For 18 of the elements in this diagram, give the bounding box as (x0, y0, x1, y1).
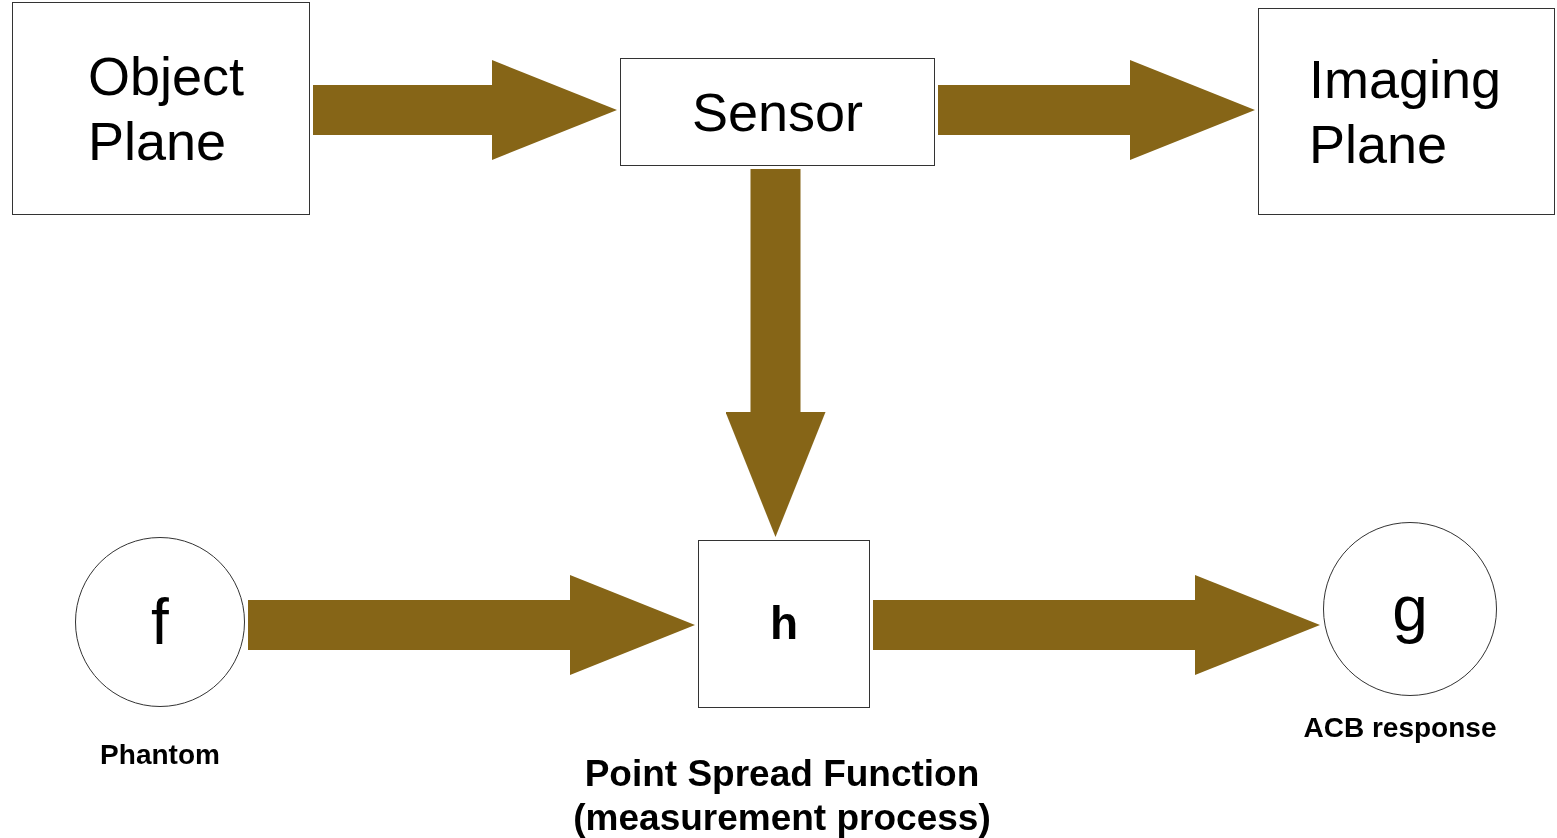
node-caption: Phantom (99, 738, 221, 772)
block-arrow (313, 60, 617, 160)
block-arrow (938, 60, 1255, 160)
process-box (12, 2, 310, 215)
node-caption: ACB response (1302, 711, 1498, 745)
node-label: Sensor (691, 80, 864, 144)
node-label: g (1392, 571, 1428, 647)
node-label: f (151, 584, 169, 660)
node-label: Object Plane (88, 44, 246, 173)
node-caption: Point Spread Function (measurement process) (572, 752, 992, 838)
block-arrow (248, 575, 695, 675)
process-box (698, 540, 870, 708)
block-arrow (873, 575, 1320, 675)
node-label: h (769, 596, 799, 652)
node-label: Imaging Plane (1309, 47, 1503, 176)
block-arrow (725, 169, 826, 537)
process-box (1258, 8, 1555, 215)
process-box (620, 58, 935, 166)
